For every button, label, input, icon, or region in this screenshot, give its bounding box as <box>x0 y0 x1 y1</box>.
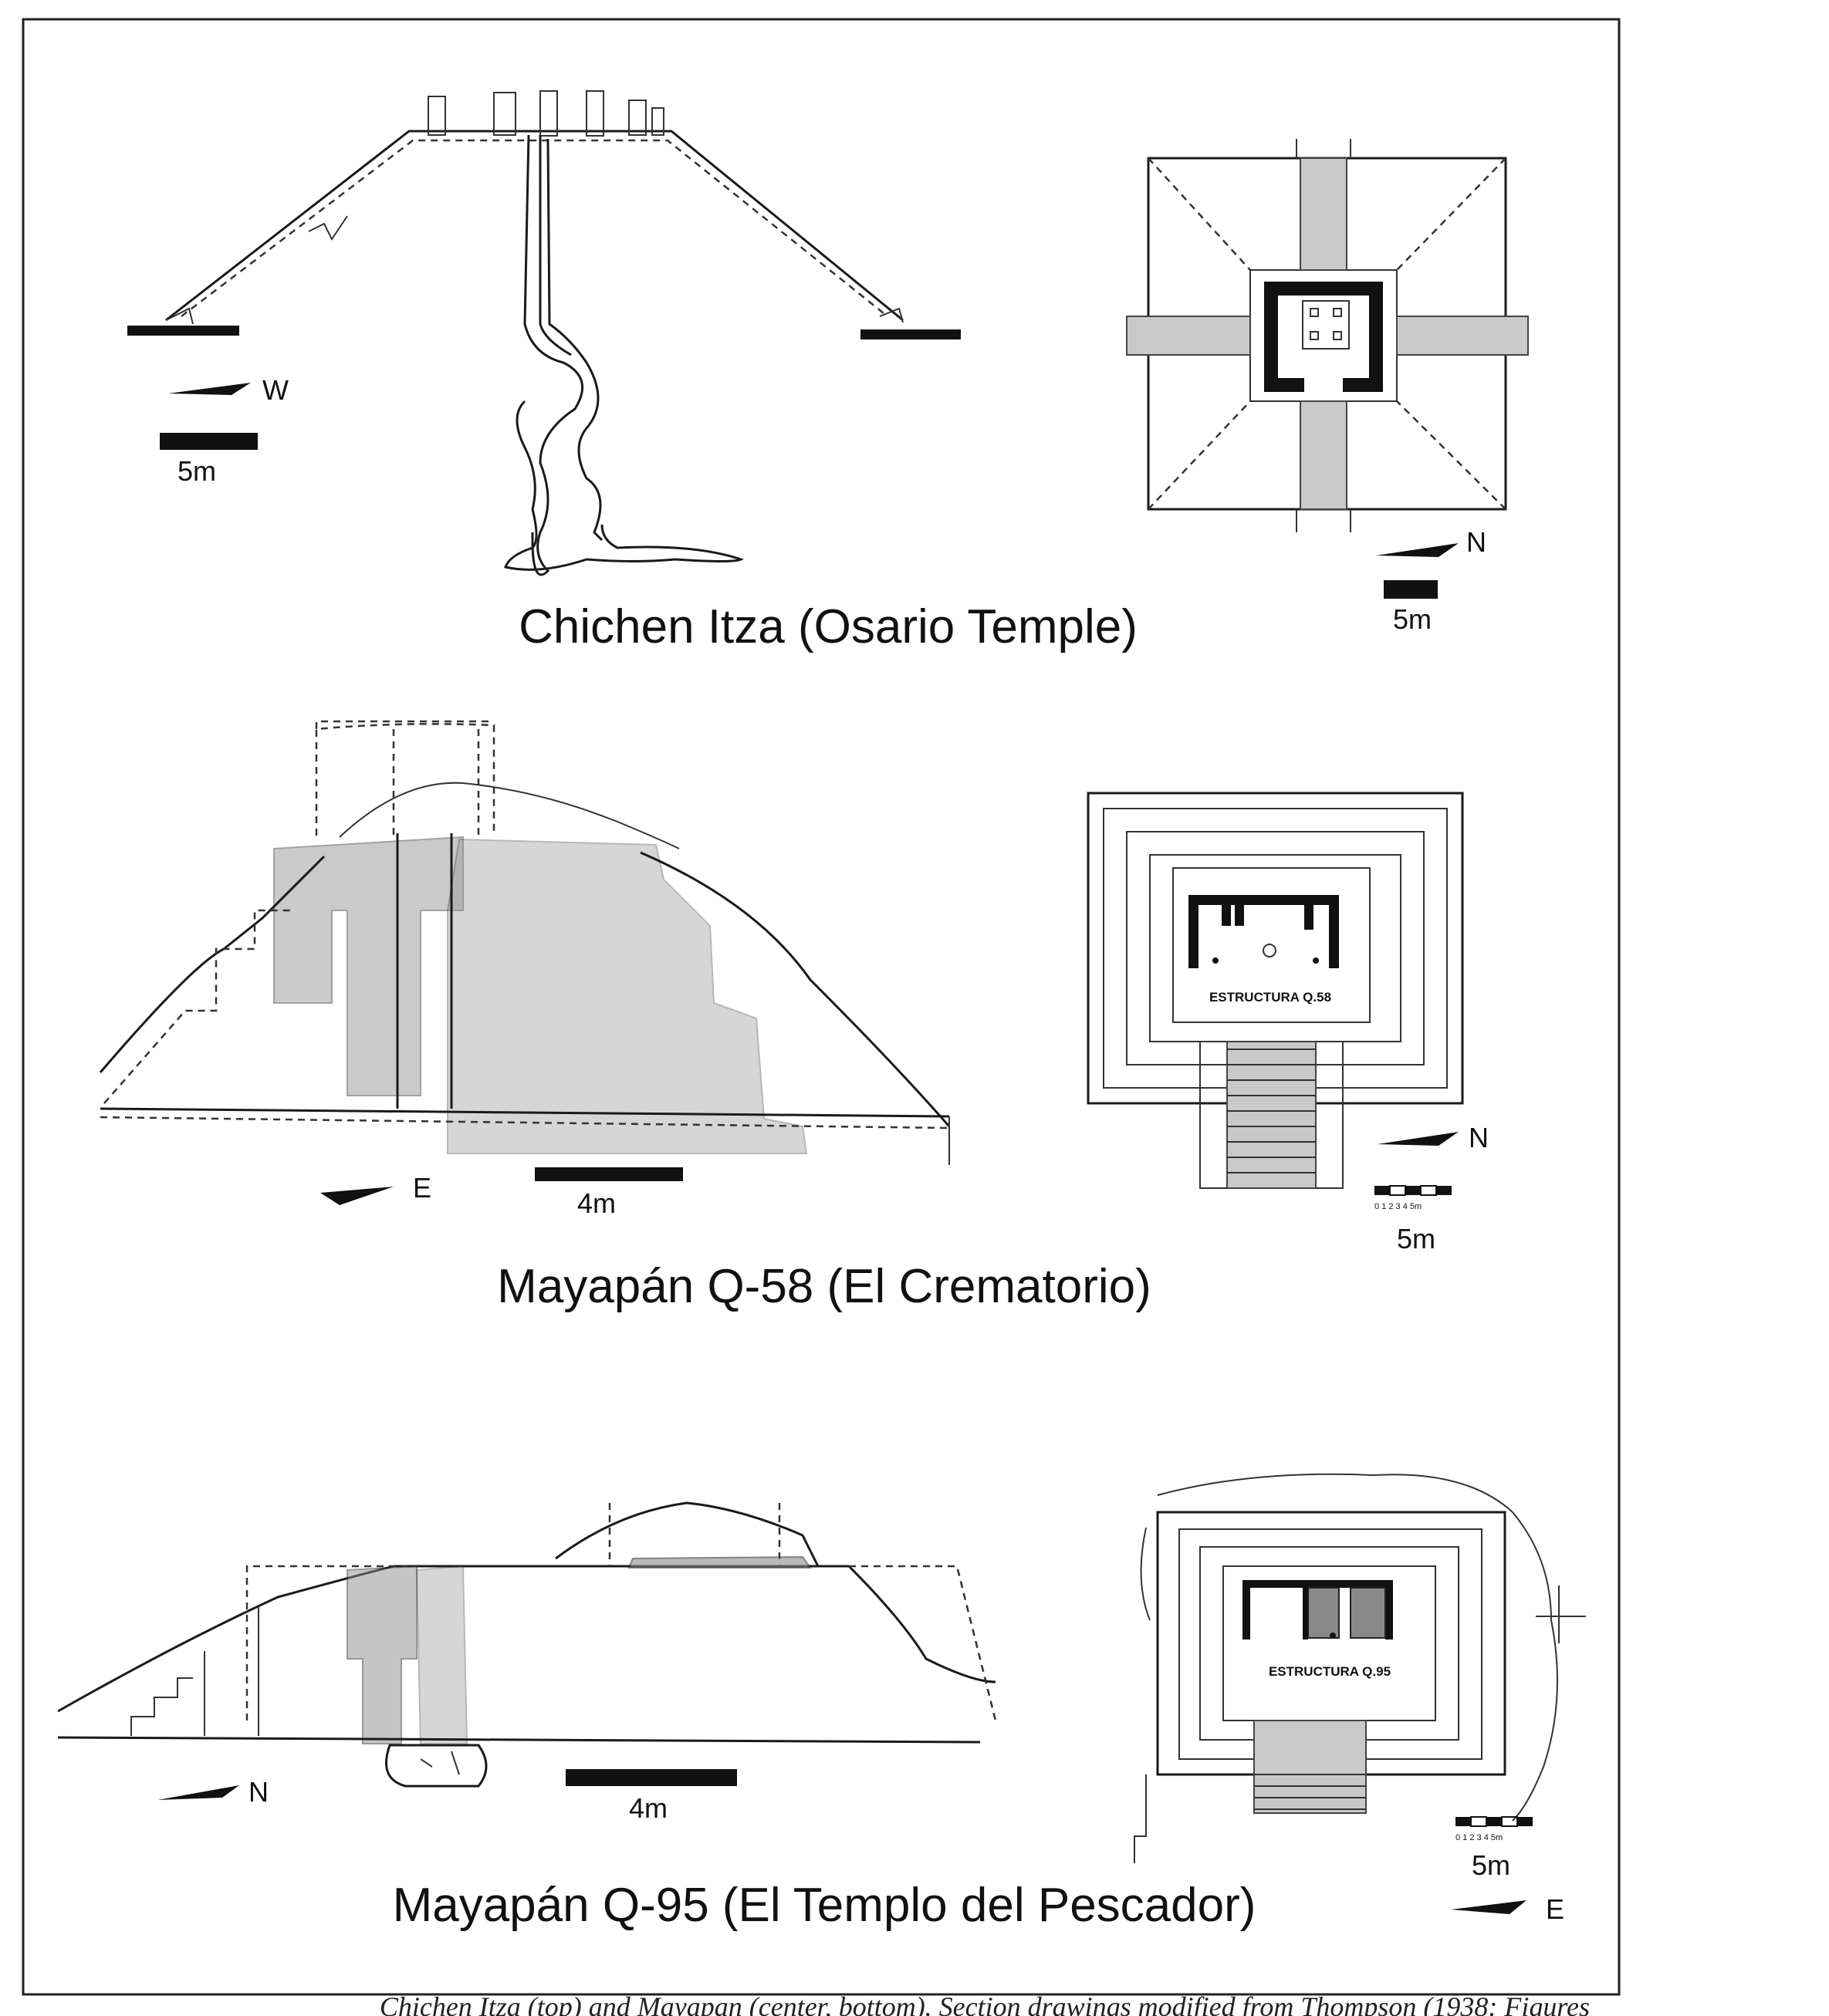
figure-frame <box>22 18 1621 1996</box>
q95-section-north-arrow: N <box>157 1776 269 1808</box>
q95-section-drawing <box>57 1501 997 1788</box>
panel-chichen-itza: W 5m N 5m <box>127 90 1529 653</box>
structure-label: ESTRUCTURA Q.95 <box>1269 1664 1391 1679</box>
q95-plan-scale-bar: 0 1 2 3 4 5m 5m <box>1455 1816 1533 1881</box>
plan-arrow-label: N <box>1466 526 1486 558</box>
osario-plan-scale-bar: 5m <box>1384 580 1438 635</box>
osario-section-north-arrow: W <box>168 374 289 406</box>
section-scale-label: 4m <box>577 1187 616 1219</box>
q95-plan-drawing: ESTRUCTURA Q.95 <box>1134 1473 1586 1863</box>
osario-plan-north-arrow: N <box>1376 526 1486 558</box>
panel-mayapan-q58: E 4m ESTRUCTURA Q.58 N <box>99 720 1489 1313</box>
section-scale-label: 4m <box>629 1792 668 1824</box>
osario-section-drawing <box>127 90 961 576</box>
q58-section-north-arrow: E <box>320 1172 431 1205</box>
section-scale-label: 5m <box>177 455 216 487</box>
section-arrow-label: E <box>413 1172 431 1204</box>
scale-ticks: 0 1 2 3 4 5m <box>1374 1202 1422 1211</box>
q95-plan-north-arrow: E <box>1451 1893 1564 1925</box>
q58-section-drawing <box>99 720 951 1165</box>
q58-section-scale-bar: 4m <box>535 1167 683 1219</box>
plan-scale-label: 5m <box>1472 1849 1510 1881</box>
q58-plan-north-arrow: N <box>1378 1122 1489 1153</box>
plan-scale-label: 5m <box>1393 603 1432 635</box>
plan-arrow-label: N <box>1469 1122 1489 1153</box>
osario-plan-drawing <box>1126 139 1529 532</box>
section-arrow-label: W <box>262 374 289 406</box>
panel-title-chichen-itza: Chichen Itza (Osario Temple) <box>519 600 1138 653</box>
panel-mayapan-q95: N 4m ESTRUCTURA Q.95 <box>57 1473 1586 1932</box>
osario-section-scale-bar: 5m <box>160 433 258 487</box>
section-arrow-label: N <box>248 1776 269 1808</box>
scale-ticks: 0 1 2 3 4 5m <box>1455 1833 1503 1842</box>
structure-label: ESTRUCTURA Q.58 <box>1209 990 1331 1005</box>
q58-plan-scale-bar: 0 1 2 3 4 5m 5m <box>1374 1185 1452 1255</box>
q58-plan-drawing: ESTRUCTURA Q.58 <box>1087 792 1464 1189</box>
panel-title-mayapan-q58: Mayapán Q-58 (El Crematorio) <box>497 1260 1151 1313</box>
plan-arrow-label: E <box>1546 1893 1564 1925</box>
q95-section-scale-bar: 4m <box>566 1769 737 1824</box>
plan-scale-label: 5m <box>1397 1223 1435 1255</box>
figure-caption: Chichen Itza (top) and Mayapan (center, … <box>380 1991 1590 2016</box>
panel-title-mayapan-q95: Mayapán Q-95 (El Templo del Pescador) <box>393 1879 1256 1932</box>
